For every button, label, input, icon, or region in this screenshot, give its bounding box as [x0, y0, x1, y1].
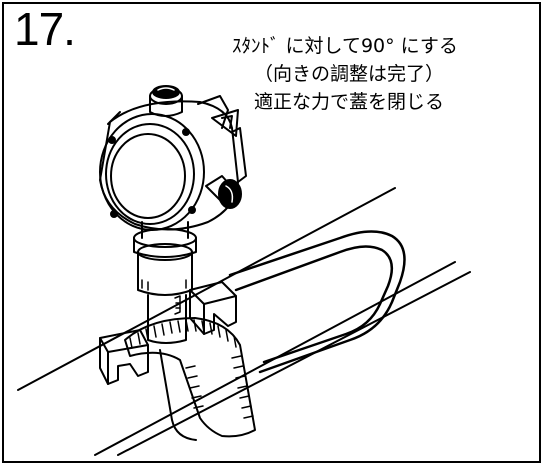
instruction-line-1: ｽﾀﾝﾄﾞ に対して90° にする: [232, 35, 458, 57]
instruction-caption: ｽﾀﾝﾄﾞ に対して90° にする （向きの調整は完了） 適正な力で蓋を閉じる: [232, 32, 532, 116]
u-bolt: [228, 230, 406, 374]
stand-post: [147, 294, 187, 344]
figure-frame: [2, 2, 541, 463]
step-number: 17.: [14, 3, 76, 55]
instruction-line-2: （向きの調整は完了）: [254, 63, 445, 85]
adaptor-neck: [133, 221, 197, 296]
front-cover: [99, 113, 205, 231]
instruction-line-3: 適正な力で蓋を閉じる: [254, 91, 445, 113]
mounting-ear: [211, 109, 239, 137]
pipe-stand: [17, 187, 471, 456]
bracket-block-right: [189, 281, 237, 335]
side-cable-gland: [205, 175, 242, 209]
top-cable-gland: [149, 85, 183, 117]
bracket-foot-left: [99, 329, 149, 385]
